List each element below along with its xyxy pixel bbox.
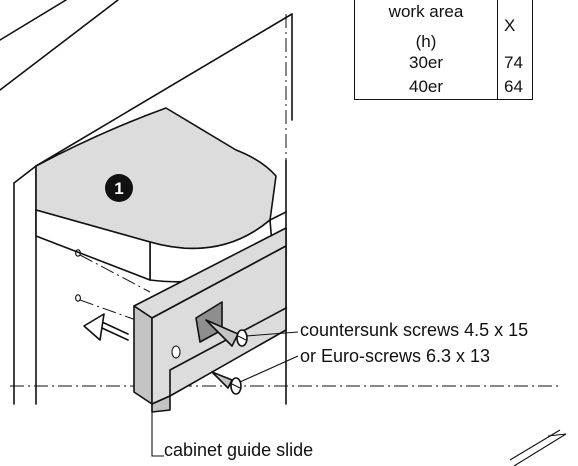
- header-work-area-line2: (h): [415, 32, 437, 51]
- header-work-area: work area (h): [354, 0, 498, 51]
- step-number: 1: [114, 179, 123, 198]
- alignment-lines: [10, 14, 560, 404]
- step-badge: 1: [105, 174, 133, 202]
- push-arrow: [83, 313, 129, 341]
- header-work-area-line1: work area: [388, 2, 464, 21]
- row-size: 40er: [354, 75, 498, 100]
- row-x: 74: [497, 51, 533, 75]
- corner-detail: [509, 429, 567, 466]
- header-x: X: [497, 0, 533, 51]
- screws-label-line1: countersunk screws 4.5 x 15: [300, 320, 529, 340]
- pilot-holes: [75, 249, 81, 302]
- guide-slide-label: cabinet guide slide: [164, 440, 314, 460]
- leader-lines: [151, 331, 299, 457]
- row-size: 30er: [354, 51, 498, 75]
- screws-label-line2: or Euro-screws 6.3 x 13: [300, 346, 491, 366]
- row-x: 64: [497, 75, 533, 100]
- work-area-table: work area (h) X 30er 74 40er 64: [354, 0, 533, 100]
- screws: [205, 319, 248, 395]
